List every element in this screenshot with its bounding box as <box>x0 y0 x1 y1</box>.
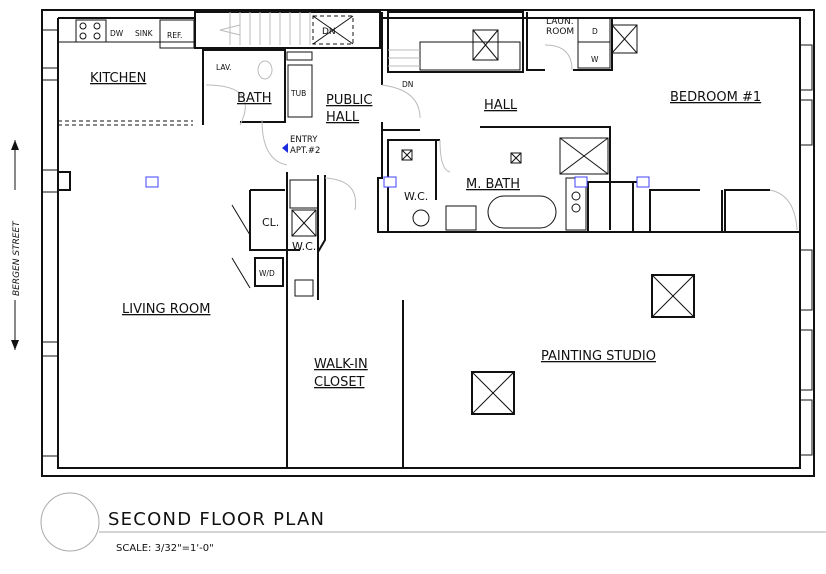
label-street: BERGEN STREET <box>12 220 22 296</box>
label-dryer: D <box>592 27 598 36</box>
label-dn-stair: DN <box>322 27 336 37</box>
arrow-down-icon <box>11 340 19 350</box>
label-lav: LAV. <box>216 63 232 72</box>
label-bedroom: BEDROOM #1 <box>670 90 761 105</box>
label-washer: W <box>591 55 599 64</box>
drawing-title: SECOND FLOOR PLAN <box>108 509 324 530</box>
label-closet: CL. <box>262 216 279 229</box>
kitchen-counters <box>58 19 195 126</box>
label-wd: W/D <box>259 269 275 278</box>
label-bath: BATH <box>237 91 272 106</box>
label-wc-master: W.C. <box>404 190 428 203</box>
label-kitchen: KITCHEN <box>90 71 146 86</box>
label-hall: HALL <box>484 98 518 113</box>
interior-walls <box>231 12 800 468</box>
label-public-hall-2: HALL <box>326 110 360 125</box>
arrow-up-icon <box>11 140 19 150</box>
label-sink: SINK <box>135 29 154 38</box>
label-walk-in-closet-1: WALK-IN <box>314 357 368 372</box>
label-laundry-2: ROOM <box>546 27 574 37</box>
label-ref: REF. <box>167 31 182 40</box>
bath-walls <box>202 49 313 126</box>
label-walk-in-closet-2: CLOSET <box>314 375 365 390</box>
label-painting-studio: PAINTING STUDIO <box>541 349 656 364</box>
exterior-walls <box>41 9 815 477</box>
label-living-room: LIVING ROOM <box>122 302 210 317</box>
entry-marker-icon <box>282 143 288 153</box>
label-entry-2: APT.#2 <box>290 146 320 156</box>
title-circle <box>40 492 100 552</box>
structural-columns <box>145 176 650 188</box>
label-public-hall-1: PUBLIC <box>326 93 372 108</box>
label-dn-hall: DN <box>402 80 413 89</box>
stairs <box>194 11 524 73</box>
label-laundry-1: LAUN. <box>546 17 574 27</box>
label-wc-entry: W.C. <box>292 240 316 253</box>
label-dw: DW <box>110 29 124 38</box>
label-m-bath: M. BATH <box>466 177 520 192</box>
drawing-scale: SCALE: 3/32"=1'-0" <box>116 543 214 554</box>
label-tub: TUB <box>290 89 306 98</box>
label-entry-1: ENTRY <box>290 135 318 145</box>
street-indicator: BERGEN STREET <box>11 140 22 350</box>
